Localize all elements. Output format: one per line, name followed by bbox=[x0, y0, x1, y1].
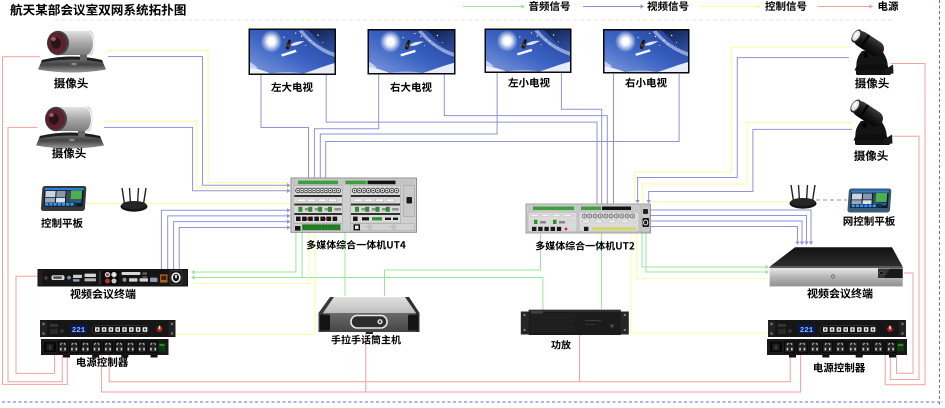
svg-text:221: 221 bbox=[800, 327, 814, 335]
svg-text:I: I bbox=[49, 346, 51, 352]
svg-text:221: 221 bbox=[72, 327, 86, 335]
svg-text:I: I bbox=[775, 346, 777, 352]
